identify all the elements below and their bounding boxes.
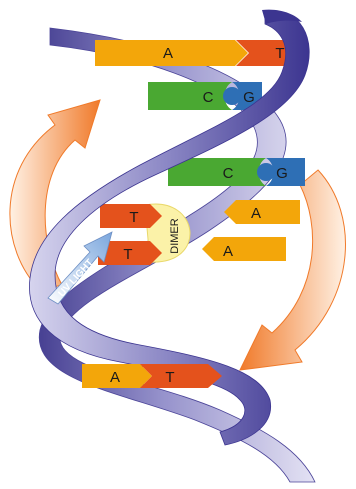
thymine-block-bottom bbox=[140, 364, 222, 388]
thymine-block-left-1 bbox=[100, 204, 162, 228]
cytosine-block-2 bbox=[168, 158, 266, 186]
unpaired-adenine-2: A bbox=[202, 237, 286, 261]
label-top-A: A bbox=[163, 45, 173, 62]
label-row2-C: C bbox=[203, 89, 214, 106]
thymine-block-left-2 bbox=[98, 241, 162, 265]
label-top-T: T bbox=[275, 45, 284, 62]
label-right-A1: A bbox=[251, 205, 261, 222]
base-pair-row2: C G bbox=[148, 82, 262, 110]
rotation-arrow-right bbox=[239, 169, 346, 371]
dimer-label: DIMER bbox=[169, 218, 181, 254]
strand-top-ribbon bbox=[262, 9, 302, 24]
cytosine-block bbox=[148, 82, 232, 110]
label-bottom-T: T bbox=[165, 369, 174, 386]
unpaired-adenine-1: A bbox=[224, 200, 300, 224]
label-row3-G: G bbox=[276, 165, 288, 182]
label-left-T1: T bbox=[129, 209, 138, 226]
label-row3-C: C bbox=[223, 165, 234, 182]
thymine-block bbox=[236, 40, 298, 66]
base-pair-row3: C G bbox=[168, 158, 305, 186]
label-row2-G: G bbox=[243, 89, 255, 106]
thymine-dimer: T T DIMER bbox=[98, 203, 191, 265]
label-left-T2: T bbox=[123, 246, 132, 263]
guanine-block-2 bbox=[266, 158, 305, 186]
dna-backbone-strand-front bbox=[29, 10, 310, 446]
label-right-A2: A bbox=[223, 243, 233, 260]
adenine-block-bottom bbox=[82, 364, 152, 388]
adenine-block bbox=[95, 40, 248, 66]
label-bottom-A: A bbox=[110, 369, 120, 386]
base-pair-row1: A T bbox=[95, 40, 298, 66]
base-pair-bottom: A T bbox=[82, 364, 222, 388]
